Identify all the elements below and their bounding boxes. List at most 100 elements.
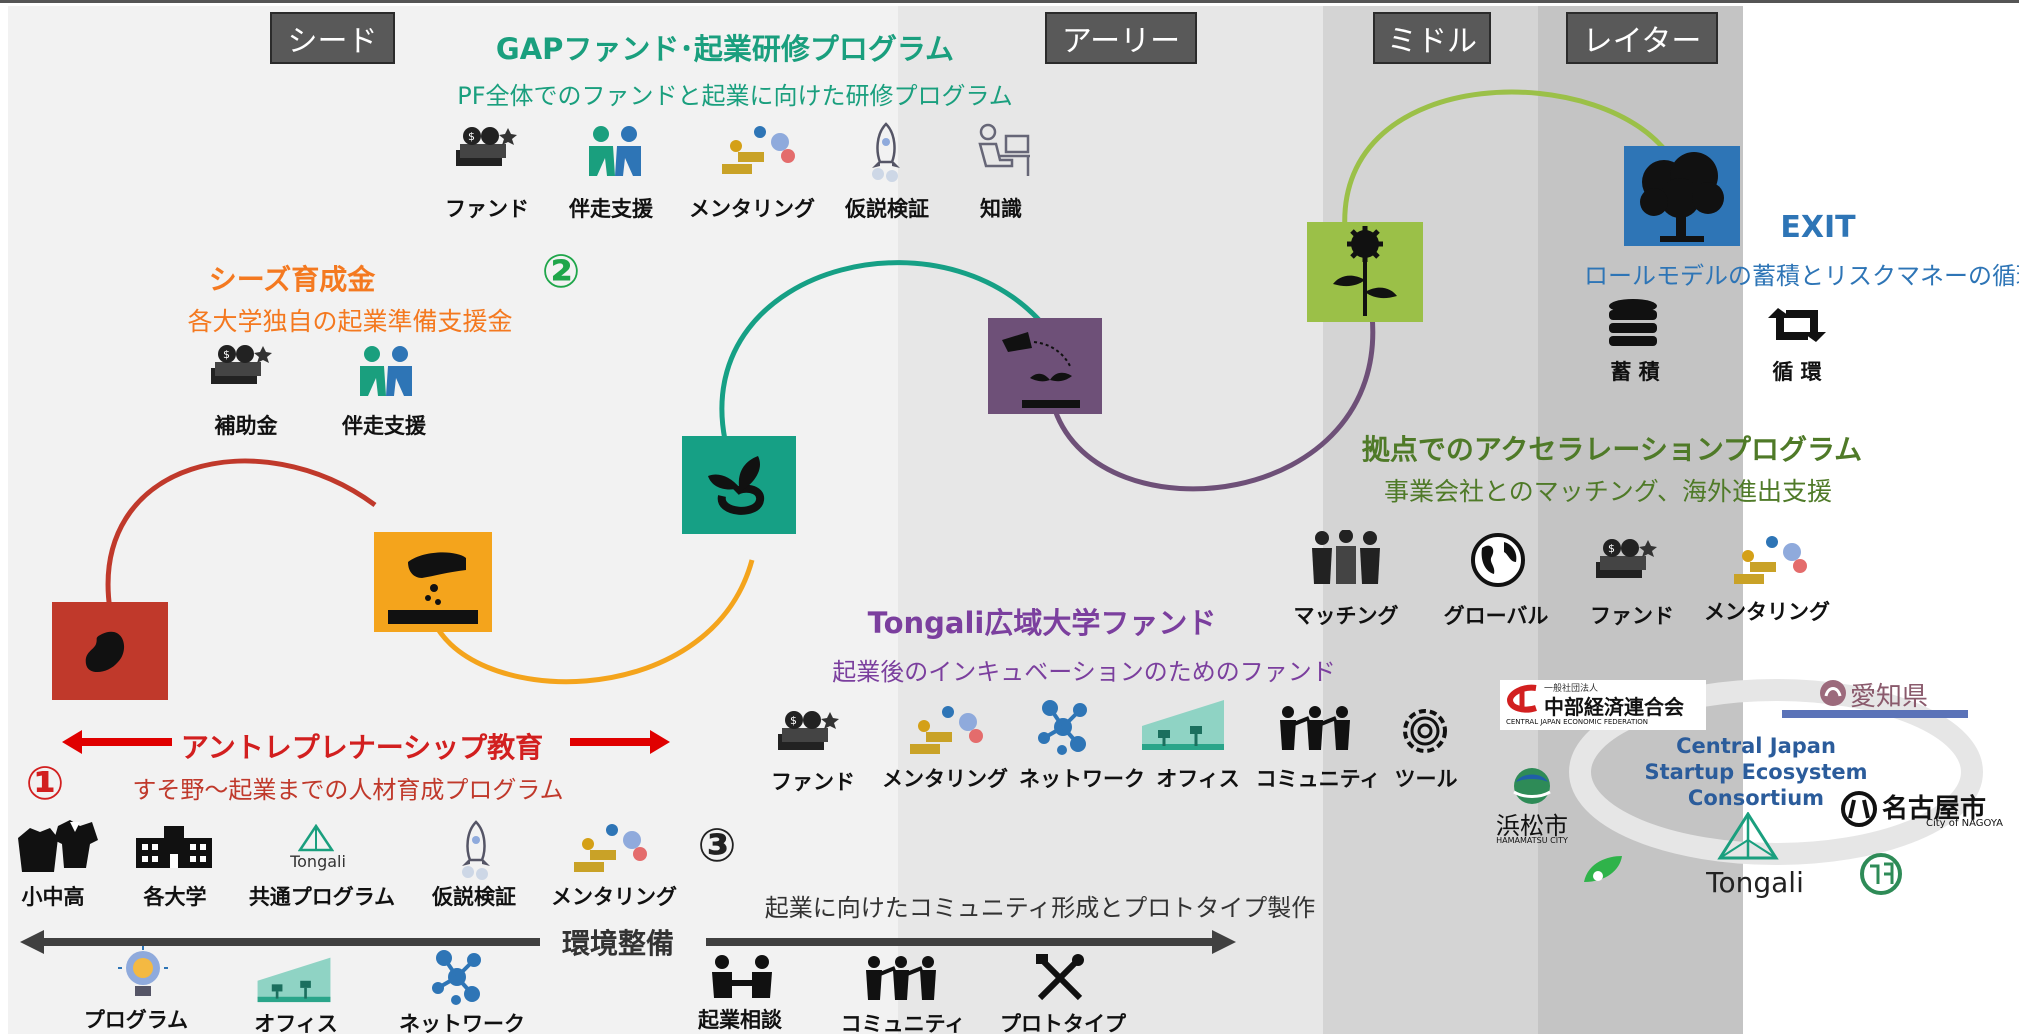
- chubu-name: 中部経済連合会: [1544, 695, 1684, 719]
- accel-icon-label-mentoring: メンタリング: [1704, 600, 1830, 624]
- tongali-icon-label-community: コミュニティ: [1255, 767, 1381, 791]
- education-arrow-right: [570, 730, 670, 754]
- tree-tile: [1624, 146, 1740, 246]
- consortium-ring: [1569, 679, 1983, 865]
- hamamatsu-logo: 浜松市 HAMAMATSU CITY: [1480, 764, 1590, 854]
- mentoring-icon: [910, 706, 983, 754]
- env-icon-label-consult: 起業相談: [698, 1008, 782, 1032]
- money-icon: $: [456, 127, 517, 166]
- watering-tile: [988, 318, 1102, 414]
- exit-title: EXIT: [1780, 210, 1856, 245]
- hamamatsu-en: HAMAMATSU CITY: [1496, 836, 1568, 845]
- rocket-icon: [872, 122, 900, 182]
- stage-tab-seed: シード: [270, 12, 395, 64]
- accel-subtitle: 事業会社とのマッチング、海外進出支援: [1383, 477, 1833, 506]
- env-icon-label-network: ネットワーク: [399, 1012, 525, 1034]
- money-icon: $: [211, 345, 272, 384]
- sowing-tile: [374, 532, 492, 632]
- path-red: [105, 458, 377, 611]
- aichi-logo: 愛知県: [1782, 676, 1972, 722]
- bulb-icon: [118, 946, 168, 996]
- path-orange: [427, 559, 755, 685]
- education-number: ①: [25, 756, 65, 810]
- money-icon: $: [778, 711, 839, 750]
- hand-sowing-icon: [388, 552, 478, 624]
- chubu-logo: 一般社団法人 中部経済連合会 CENTRAL JAPAN ECONOMIC FE…: [1500, 680, 1706, 730]
- network-icon: [1038, 700, 1087, 755]
- handshake-icon: [1312, 530, 1380, 584]
- gap-icon-label-fund: ファンド: [445, 197, 529, 221]
- env-icon-label-office: オフィス: [254, 1012, 338, 1034]
- aichi-bar: [1782, 710, 1968, 718]
- tools-icon: [1036, 954, 1084, 1001]
- education-tongali-logo-text: Tongali: [290, 852, 346, 871]
- hamamatsu-name: 浜松市: [1496, 812, 1568, 840]
- education-icon-label-common: 共通プログラム: [248, 885, 396, 909]
- nagoya-mark-icon: [1841, 791, 1877, 827]
- gap-fund-title: GAPファンド･起業研修プログラム: [495, 32, 955, 66]
- nagoya-en: City of NAGOYA: [1926, 818, 2003, 829]
- bean-tile: [52, 602, 168, 700]
- band-middle: [1323, 6, 1538, 1034]
- community-icon: [1280, 706, 1350, 750]
- community-icon: [866, 956, 936, 1000]
- seal-logo-icon: [1860, 853, 1902, 895]
- mentoring-icon: [574, 824, 647, 872]
- seeds-grant-title: シーズ育成金: [208, 263, 376, 296]
- globe-icon: [1471, 533, 1525, 587]
- tongali-icon-label-mentoring: メンタリング: [882, 767, 1008, 791]
- svg-text:$: $: [790, 714, 797, 727]
- top-border: [0, 0, 2019, 3]
- accel-icon-label-global: グローバル: [1443, 604, 1549, 628]
- chubu-small-text: 一般社団法人: [1544, 684, 1599, 694]
- cycle-icon: [1768, 308, 1826, 342]
- gap-icon-label-validation: 仮説検証: [845, 197, 929, 221]
- consortium-name-3: Consortium: [1687, 786, 1825, 810]
- school-icon: [136, 826, 212, 868]
- gap-fund-subtitle: PF全体でのファンドと起業に向けた研修プログラム: [457, 82, 1013, 110]
- exit-icon-label-cycle: 循 環: [1772, 360, 1822, 384]
- nagoya-logo: 名古屋市 City of NAGOYA: [1838, 786, 2016, 836]
- tongali-icon-label-fund: ファンド: [771, 770, 855, 794]
- stage-tab-middle: ミドル: [1373, 12, 1491, 64]
- environment-arrow-left: [20, 930, 540, 954]
- accel-icon-label-fund: ファンド: [1590, 604, 1674, 628]
- stage-tab-early: アーリー: [1045, 12, 1197, 64]
- path-teal: [719, 260, 1058, 441]
- mentoring-icon: [1734, 536, 1807, 584]
- seeds-icon-label-partner: 伴走支援: [342, 414, 426, 438]
- study-icon: [978, 123, 1030, 176]
- consortium-name-2: Startup Ecosystem: [1644, 760, 1868, 784]
- environment-title: 環境整備: [561, 927, 675, 960]
- environment-arrow-right: [706, 930, 1236, 954]
- tongali-icon-label-tools: ツール: [1394, 767, 1458, 791]
- mentoring-icon: [722, 126, 795, 174]
- education-icon-label-schools: 小中高: [21, 885, 85, 909]
- path-lime: [1342, 89, 1675, 231]
- env-icon-label-prototype: プロトタイプ: [1000, 1012, 1126, 1034]
- exit-subtitle: ロールモデルの蓄積とリスクマネーの循環: [1584, 262, 2019, 290]
- band-early: [898, 6, 1323, 1034]
- money-icon: $: [1596, 539, 1657, 578]
- rocket-icon: [462, 820, 490, 880]
- environment-subtitle: 起業に向けたコミュニティ形成とプロトタイプ製作: [764, 894, 1316, 922]
- accel-title: 拠点でのアクセラレーションプログラム: [1361, 433, 1863, 466]
- consortium-tongali-name: Tongali: [1706, 866, 1804, 899]
- gap-icon-label-partner: 伴走支援: [569, 197, 653, 221]
- exit-icon-label-accumulate: 蓄 積: [1610, 360, 1660, 384]
- network-icon: [432, 950, 481, 1005]
- gap-icon-label-knowledge: 知識: [980, 197, 1022, 221]
- education-title: アントレプレナーシップ教育: [180, 731, 544, 764]
- stage-tab-later: レイター: [1566, 12, 1718, 64]
- tongali-logo-icon: [298, 824, 334, 852]
- database-icon: [1609, 299, 1657, 346]
- nagoya-name: 名古屋市: [1882, 794, 1987, 824]
- tongali-icon-label-network: ネットワーク: [1019, 767, 1145, 791]
- gap-icon-label-mentoring: メンタリング: [689, 197, 815, 221]
- svg-text:$: $: [1608, 542, 1615, 555]
- gear-icon: [1403, 709, 1447, 753]
- education-icon-label-mentoring: メンタリング: [551, 885, 677, 909]
- chubu-mark-icon: [1506, 684, 1537, 713]
- partner-icon: [589, 126, 641, 176]
